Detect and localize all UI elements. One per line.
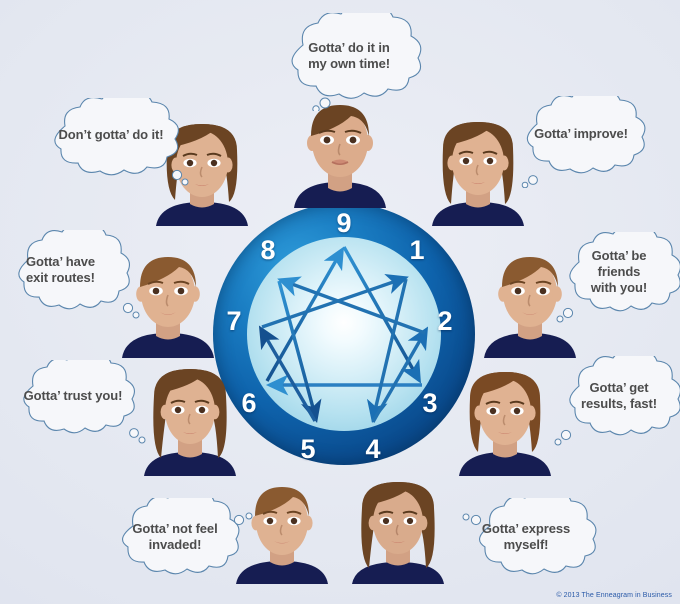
thought-bubble-type-1: Gotta’ improve! [507,96,655,188]
person-type-3 [455,368,555,476]
enneagram-number-3: 3 [422,388,438,418]
enneagram-number-7: 7 [226,306,242,336]
enneagram-number-2: 2 [437,306,453,336]
cloud-shape [122,498,253,575]
cloud-shape [54,98,189,186]
enneagram-number-6: 6 [241,388,257,418]
enneagram-number-9: 9 [336,208,352,238]
thought-bubble-text-3: Gotta’ get results, fast! [581,379,657,411]
enneagram-lines [258,246,429,423]
enneagram-number-4: 4 [365,434,381,464]
thought-bubble-type-2: Gotta’ be friends with you! [551,232,680,323]
thought-bubble-text-8: Don’t gotta’ do it! [58,126,164,142]
person-type-6 [140,366,240,476]
person-type-2 [480,248,580,358]
copyright-notice: © 2013 The Enneagram in Business [556,592,672,599]
thought-bubble-text-4: Gotta’ express myself! [481,520,571,552]
thought-bubble-text-1: Gotta’ improve! [534,125,628,141]
person-type-8 [152,120,252,226]
thought-bubble-type-8: Don’t gotta’ do it! [35,98,189,186]
thought-bubble-type-9: Gotta’ do it in my own time! [269,13,429,111]
thought-bubble-type-5: Gotta’ not feel invaded! [103,498,253,576]
thought-bubble-type-3: Gotta’ get results, fast! [551,356,680,446]
thought-bubble-type-6: Gotta’ trust you! [5,360,146,444]
person-type-7 [118,248,218,358]
person-type-1 [428,118,528,226]
person-type-9 [288,96,392,208]
cloud-shape [23,360,146,444]
thought-bubble-type-7: Gotta’ have exit routes! [2,230,140,319]
cloud-shape [521,96,646,188]
enneagram-number-1: 1 [409,235,425,265]
enneagram-number-8: 8 [260,235,276,265]
enneagram-diagram: 9 1 2 3 4 5 6 7 8 [213,203,475,465]
thought-bubble-text-5: Gotta’ not feel invaded! [132,520,218,552]
thought-bubble-text-7: Gotta’ have exit routes! [26,253,95,285]
thought-bubble-type-4: Gotta’ express myself! [454,498,598,576]
cloud-shape [18,230,140,319]
cloud-shape [291,13,422,111]
thought-bubble-text-9: Gotta’ do it in my own time! [308,39,390,71]
cloud-shape [462,498,597,575]
enneagram-number-5: 5 [300,434,316,464]
thought-bubble-text-6: Gotta’ trust you! [23,387,123,403]
thought-bubble-text-2: Gotta’ be friends with you! [590,247,648,296]
person-type-5 [232,480,332,584]
person-type-4 [348,480,448,584]
